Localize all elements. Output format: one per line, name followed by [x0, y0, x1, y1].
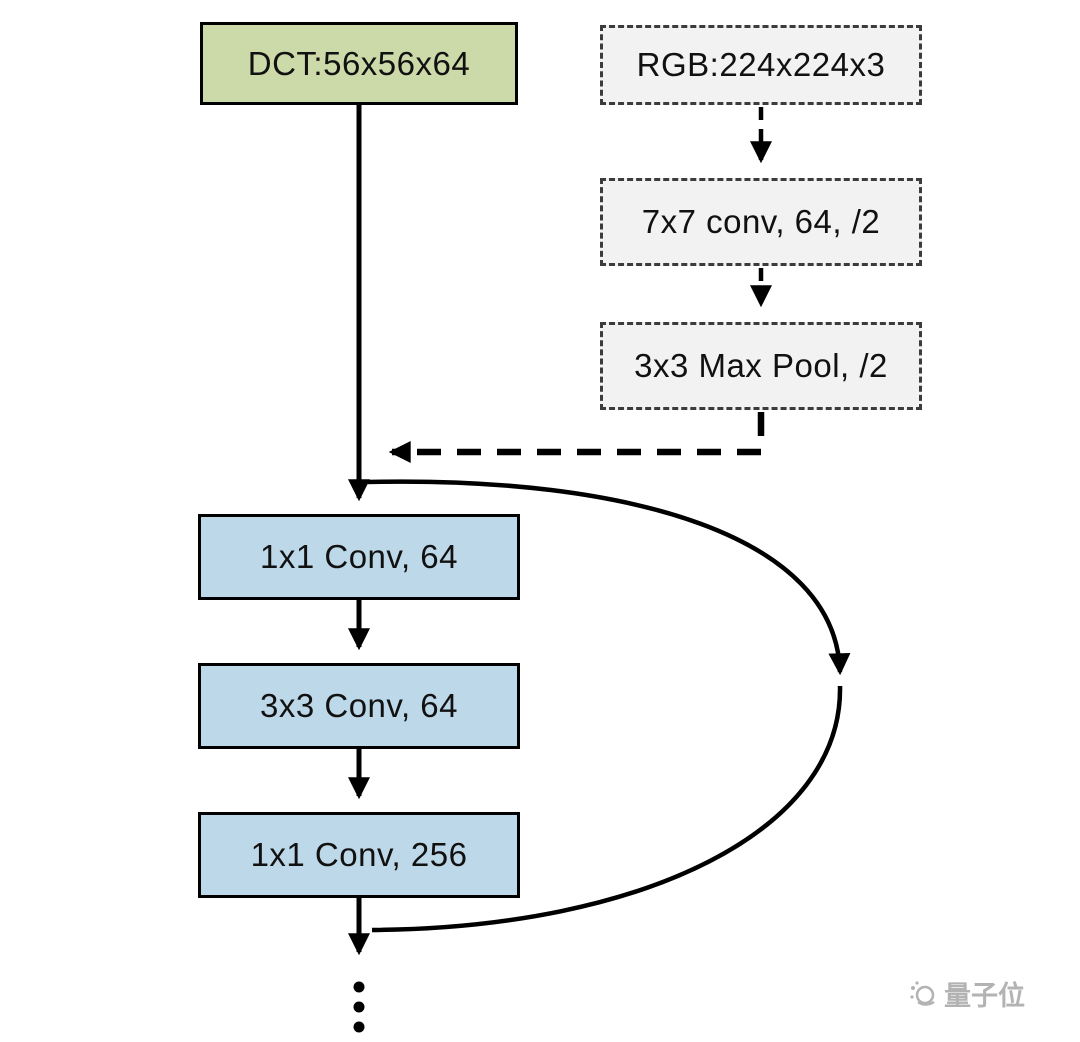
node-rgb-label: RGB:224x224x3: [636, 46, 886, 83]
node-maxpool: 3x3 Max Pool, /2: [600, 322, 922, 410]
node-1x1-conv-64-label: 1x1 Conv, 64: [259, 538, 458, 575]
node-maxpool-label: 3x3 Max Pool, /2: [634, 347, 888, 384]
edge-maxpool-to-trunk: [388, 412, 765, 463]
node-7x7-conv: 7x7 conv, 64, /2: [600, 178, 922, 266]
node-1x1-conv-256-label: 1x1 Conv, 256: [250, 836, 468, 873]
skip-connection-arc-upper: [365, 479, 851, 676]
watermark-logo-icon: [910, 980, 935, 1006]
node-1x1-conv-256: 1x1 Conv, 256: [198, 812, 520, 898]
node-7x7-conv-label: 7x7 conv, 64, /2: [641, 203, 881, 240]
node-3x3-conv-64-label: 3x3 Conv, 64: [259, 687, 458, 724]
watermark-text: 量子位: [944, 981, 1025, 1011]
ellipsis-dot: [353, 981, 365, 993]
skip-connection-arc-lower: [371, 685, 843, 933]
node-dct-label: DCT:56x56x64: [247, 44, 471, 82]
node-rgb-input: RGB:224x224x3: [600, 25, 922, 105]
node-3x3-conv-64: 3x3 Conv, 64: [198, 663, 520, 749]
node-dct-input: DCT:56x56x64: [200, 22, 518, 105]
ellipsis-dot: [353, 1001, 365, 1013]
ellipsis-dot: [353, 1021, 365, 1033]
watermark: 量子位: [908, 974, 1025, 1013]
node-1x1-conv-64: 1x1 Conv, 64: [198, 514, 520, 600]
